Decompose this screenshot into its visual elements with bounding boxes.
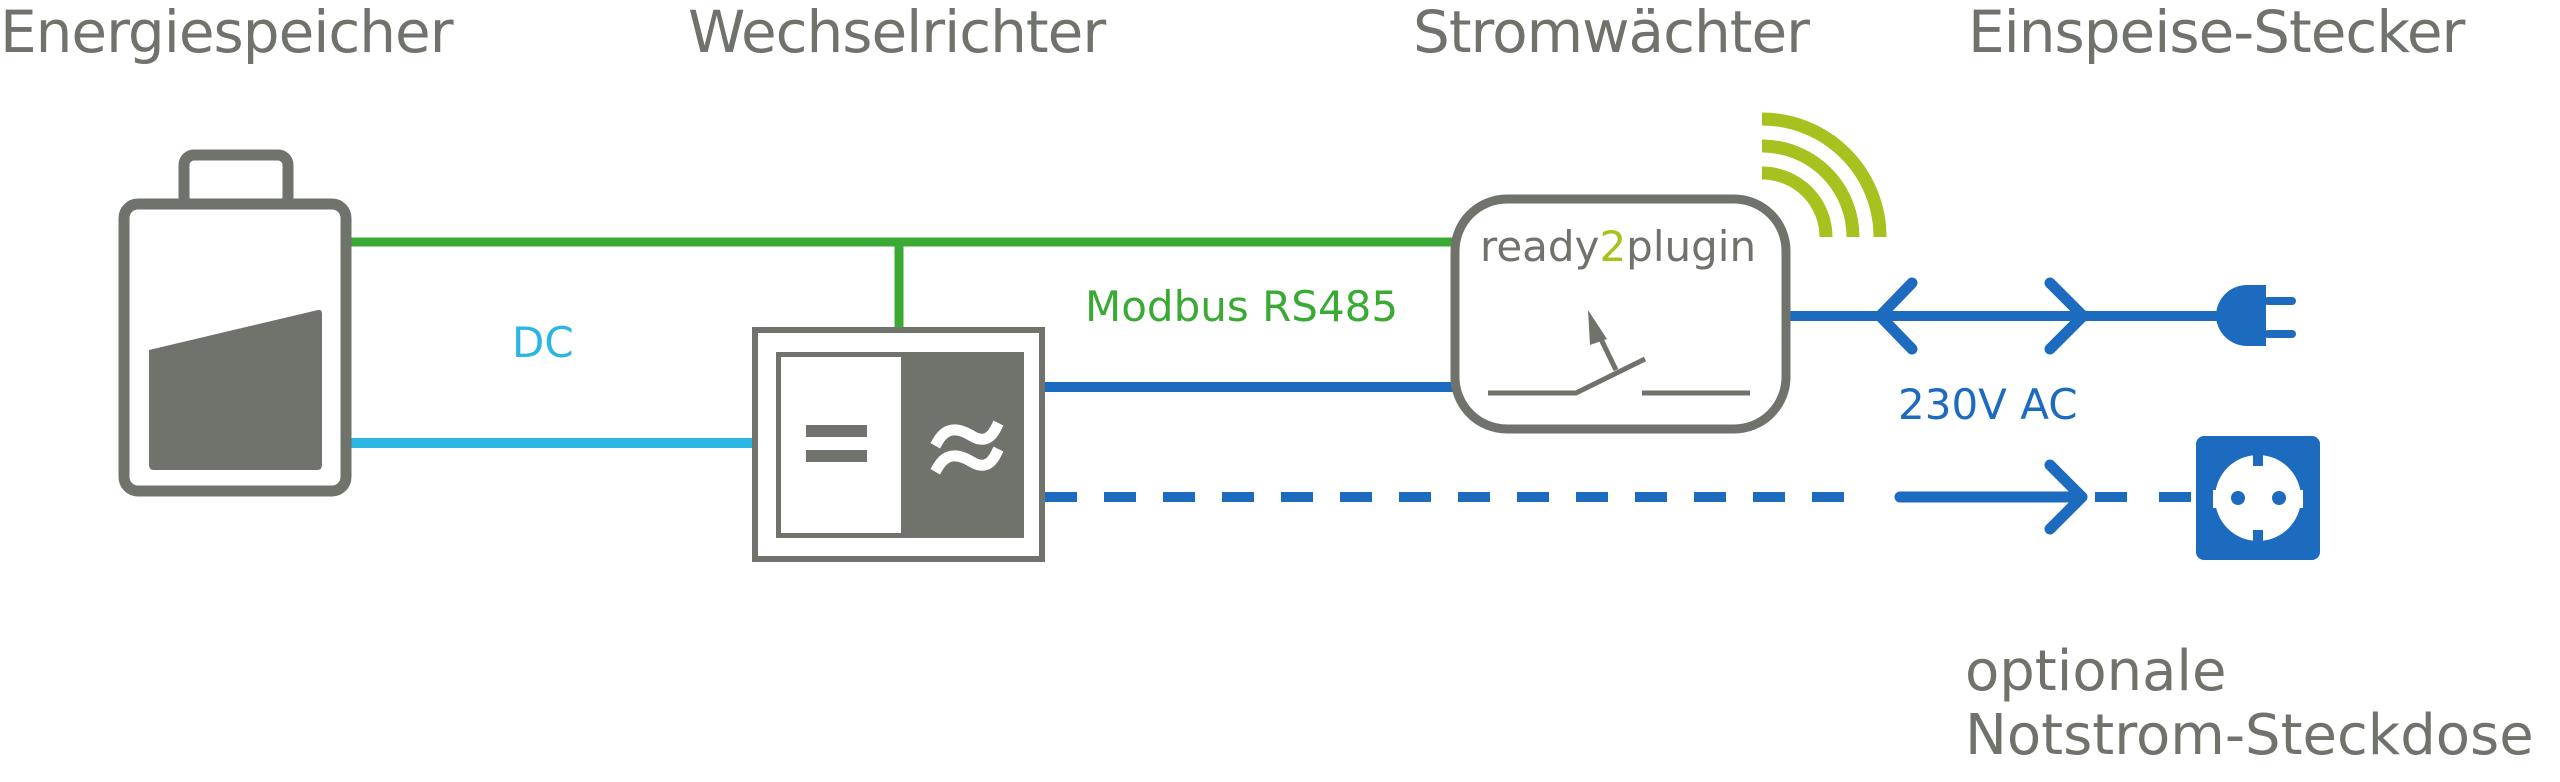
heading-einspeise-stecker: Einspeise-Stecker: [1968, 0, 2465, 66]
ready2plugin-device: [1450, 194, 1791, 434]
inverter-icon: [752, 327, 1045, 562]
device-brand: ready2plugin: [1480, 222, 1756, 271]
plug-icon: [2216, 285, 2296, 346]
brand-digit: 2: [1599, 222, 1627, 271]
arrow-left-icon: [1874, 277, 1918, 355]
heading-wechselrichter: Wechselrichter: [688, 0, 1106, 66]
brand-prefix: ready: [1480, 222, 1600, 271]
optional-socket-label-line2: Notstrom-Steckdose: [1965, 703, 2534, 768]
arrow-right-icon: [2044, 277, 2089, 355]
ac-voltage-label: 230V AC: [1898, 380, 2078, 429]
optional-socket-label-line1: optionale: [1965, 639, 2227, 704]
brand-suffix: plugin: [1626, 222, 1757, 271]
socket-icon: [2196, 436, 2320, 560]
heading-stromwaechter: Stromwächter: [1413, 0, 1810, 66]
arrow-right-emergency-icon: [2044, 459, 2088, 535]
wifi-icon: [1761, 112, 1887, 238]
heading-energiespeicher: Energiespeicher: [0, 0, 454, 66]
dc-label: DC: [512, 318, 574, 367]
optional-socket-label: optionale Notstrom-Steckdose: [1965, 640, 2534, 768]
battery-icon: [118, 149, 352, 497]
switch-icon: [1488, 310, 1750, 396]
modbus-label: Modbus RS485: [1085, 282, 1399, 331]
